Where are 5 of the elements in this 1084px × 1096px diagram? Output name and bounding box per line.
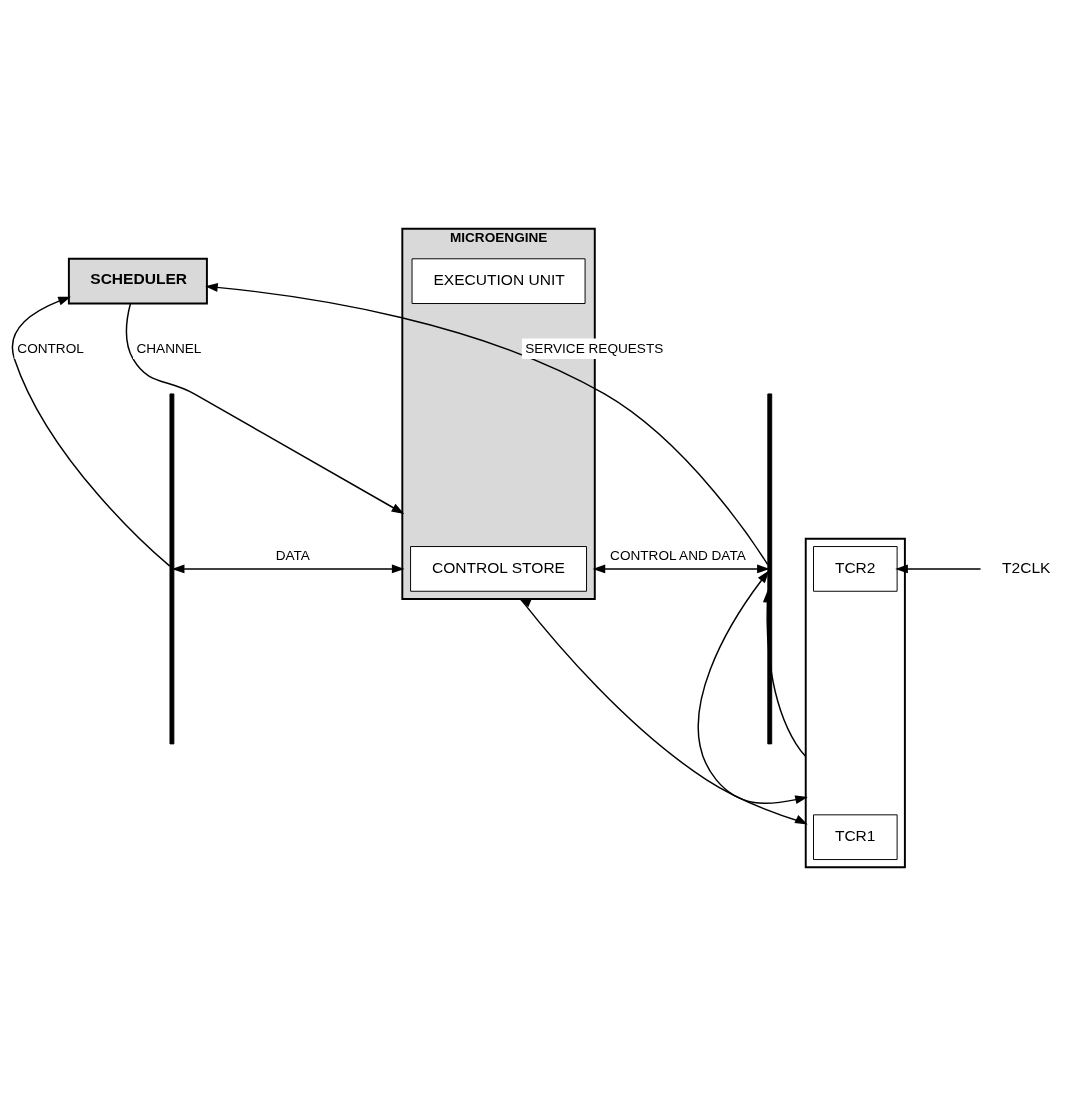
edge-label: CONTROL [17, 340, 84, 356]
edge-label: DATA [275, 547, 310, 563]
edge-label: CHANNEL [136, 340, 202, 356]
edge-label: CONTROL AND DATA [610, 547, 746, 563]
node-text: T2CLK [1002, 558, 1051, 576]
